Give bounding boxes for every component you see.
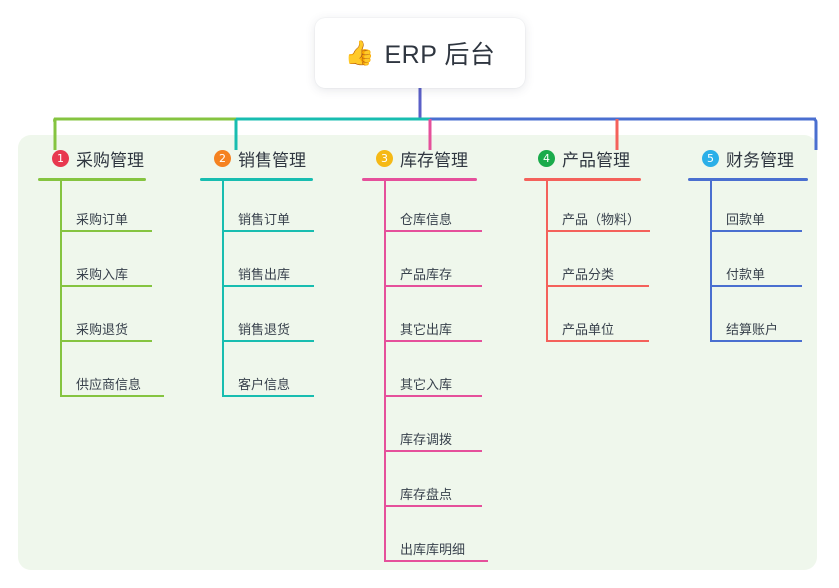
branch-item-underline bbox=[546, 340, 649, 342]
branch-item-label: 回款单 bbox=[726, 212, 766, 227]
branch-item[interactable]: 付款单 bbox=[710, 261, 830, 287]
branch-title: 财务管理 bbox=[726, 150, 794, 170]
branch-item-label: 出库库明细 bbox=[400, 542, 466, 557]
branch-item[interactable]: 客户信息 bbox=[222, 371, 342, 397]
thumbs-up-icon: 👍 bbox=[344, 39, 375, 67]
branch-item[interactable]: 销售订单 bbox=[222, 206, 342, 232]
branch-header-underline bbox=[362, 178, 477, 181]
branch-number-badge: 5 bbox=[702, 149, 719, 167]
branch-item[interactable]: 库存盘点 bbox=[384, 481, 504, 507]
branch-number-badge: 3 bbox=[376, 149, 393, 167]
bus-left-corner bbox=[53, 117, 58, 123]
branch-spine bbox=[546, 181, 548, 342]
branch-item[interactable]: 其它入库 bbox=[384, 371, 504, 397]
branch-item-label: 其它出库 bbox=[400, 322, 453, 337]
branch-item[interactable]: 产品库存 bbox=[384, 261, 504, 287]
branch-spine bbox=[60, 181, 62, 397]
branch-item-label: 产品分类 bbox=[562, 267, 615, 282]
branch-item[interactable]: 采购退货 bbox=[60, 316, 180, 342]
branch-item-label: 采购入库 bbox=[76, 267, 129, 282]
branch-column-1: 1 采购管理采购订单采购入库采购退货供应商信息 bbox=[38, 146, 164, 397]
branch-item-underline bbox=[546, 285, 649, 287]
root-node-content: 👍 ERP 后台 bbox=[345, 35, 496, 71]
branch-header-underline bbox=[524, 178, 641, 181]
branch-item-label: 销售退货 bbox=[238, 322, 291, 337]
branch-item-label: 付款单 bbox=[726, 267, 766, 282]
branch-item-underline bbox=[384, 560, 488, 562]
branch-header-5[interactable]: 5 财务管理 bbox=[688, 146, 794, 170]
branch-item[interactable]: 产品（物料） bbox=[546, 206, 666, 232]
branch-item[interactable]: 产品单位 bbox=[546, 316, 666, 342]
branch-header-underline bbox=[688, 178, 808, 181]
branch-item[interactable]: 产品分类 bbox=[546, 261, 666, 287]
root-node[interactable]: 👍 ERP 后台 bbox=[315, 18, 525, 88]
branch-item-label: 供应商信息 bbox=[76, 377, 142, 392]
branch-item-underline bbox=[710, 285, 802, 287]
branch-item-underline bbox=[710, 230, 802, 232]
branch-item[interactable]: 回款单 bbox=[710, 206, 830, 232]
branch-header-1[interactable]: 1 采购管理 bbox=[38, 146, 144, 170]
branch-item-label: 产品单位 bbox=[562, 322, 615, 337]
branch-item-label: 采购退货 bbox=[76, 322, 129, 337]
branch-item-underline bbox=[384, 285, 482, 287]
branch-item-label: 库存盘点 bbox=[400, 487, 453, 502]
root-node-title: ERP 后台 bbox=[384, 41, 496, 69]
branch-header-underline bbox=[200, 178, 313, 181]
branch-item-label: 销售订单 bbox=[238, 212, 291, 227]
branch-item[interactable]: 销售退货 bbox=[222, 316, 342, 342]
branch-item[interactable]: 供应商信息 bbox=[60, 371, 180, 397]
branch-item-label: 结算账户 bbox=[726, 322, 779, 337]
branch-title: 采购管理 bbox=[76, 150, 144, 170]
branch-header-4[interactable]: 4 产品管理 bbox=[524, 146, 630, 170]
branch-item[interactable]: 仓库信息 bbox=[384, 206, 504, 232]
branch-item-underline bbox=[222, 285, 314, 287]
branch-header-3[interactable]: 3 库存管理 bbox=[362, 146, 468, 170]
branch-item-underline bbox=[384, 450, 482, 452]
branch-item[interactable]: 销售出库 bbox=[222, 261, 342, 287]
branch-item[interactable]: 采购入库 bbox=[60, 261, 180, 287]
branch-item[interactable]: 采购订单 bbox=[60, 206, 180, 232]
branch-title: 销售管理 bbox=[238, 150, 306, 170]
branch-column-2: 2 销售管理销售订单销售出库销售退货客户信息 bbox=[200, 146, 314, 397]
branch-title: 库存管理 bbox=[400, 150, 468, 170]
branch-item-label: 采购订单 bbox=[76, 212, 129, 227]
branch-item-label: 仓库信息 bbox=[400, 212, 453, 227]
branch-item[interactable]: 结算账户 bbox=[710, 316, 830, 342]
branch-item-label: 库存调拨 bbox=[400, 432, 453, 447]
branch-item-underline bbox=[546, 230, 650, 232]
branch-spine bbox=[710, 181, 712, 342]
branch-column-4: 4 产品管理产品（物料） 产品分类产品单位 bbox=[524, 146, 650, 342]
branch-item-underline bbox=[384, 230, 482, 232]
branch-header-2[interactable]: 2 销售管理 bbox=[200, 146, 306, 170]
branch-item-label: 产品库存 bbox=[400, 267, 453, 282]
branch-header-underline bbox=[38, 178, 146, 181]
branch-item-underline bbox=[60, 395, 164, 397]
branch-column-5: 5 财务管理回款单付款单结算账户 bbox=[688, 146, 808, 342]
branch-item[interactable]: 库存调拨 bbox=[384, 426, 504, 452]
branch-column-3: 3 库存管理仓库信息产品库存其它出库其它入库库存调拨库存盘点出库库明细 bbox=[362, 146, 488, 562]
branch-item-underline bbox=[384, 340, 482, 342]
branch-item-label: 其它入库 bbox=[400, 377, 453, 392]
branch-item-underline bbox=[384, 395, 482, 397]
branch-item-underline bbox=[60, 340, 152, 342]
branch-item-label: 销售出库 bbox=[238, 267, 291, 282]
branch-number-badge: 2 bbox=[214, 149, 231, 167]
branch-item-label: 产品（物料） bbox=[562, 212, 641, 227]
branch-item-underline bbox=[60, 230, 152, 232]
branch-number-badge: 1 bbox=[52, 149, 69, 167]
branch-title: 产品管理 bbox=[562, 150, 630, 170]
branch-item-underline bbox=[60, 285, 152, 287]
branch-item-underline bbox=[710, 340, 802, 342]
branch-item-label: 客户信息 bbox=[238, 377, 291, 392]
branch-item-underline bbox=[222, 395, 314, 397]
branch-spine bbox=[222, 181, 224, 397]
branch-item[interactable]: 其它出库 bbox=[384, 316, 504, 342]
branch-item-underline bbox=[222, 230, 314, 232]
branch-number-badge: 4 bbox=[538, 149, 555, 167]
branch-item-underline bbox=[384, 505, 482, 507]
branch-item-underline bbox=[222, 340, 314, 342]
branch-spine bbox=[384, 181, 386, 562]
branches-panel bbox=[18, 135, 817, 570]
branch-item[interactable]: 出库库明细 bbox=[384, 536, 504, 562]
